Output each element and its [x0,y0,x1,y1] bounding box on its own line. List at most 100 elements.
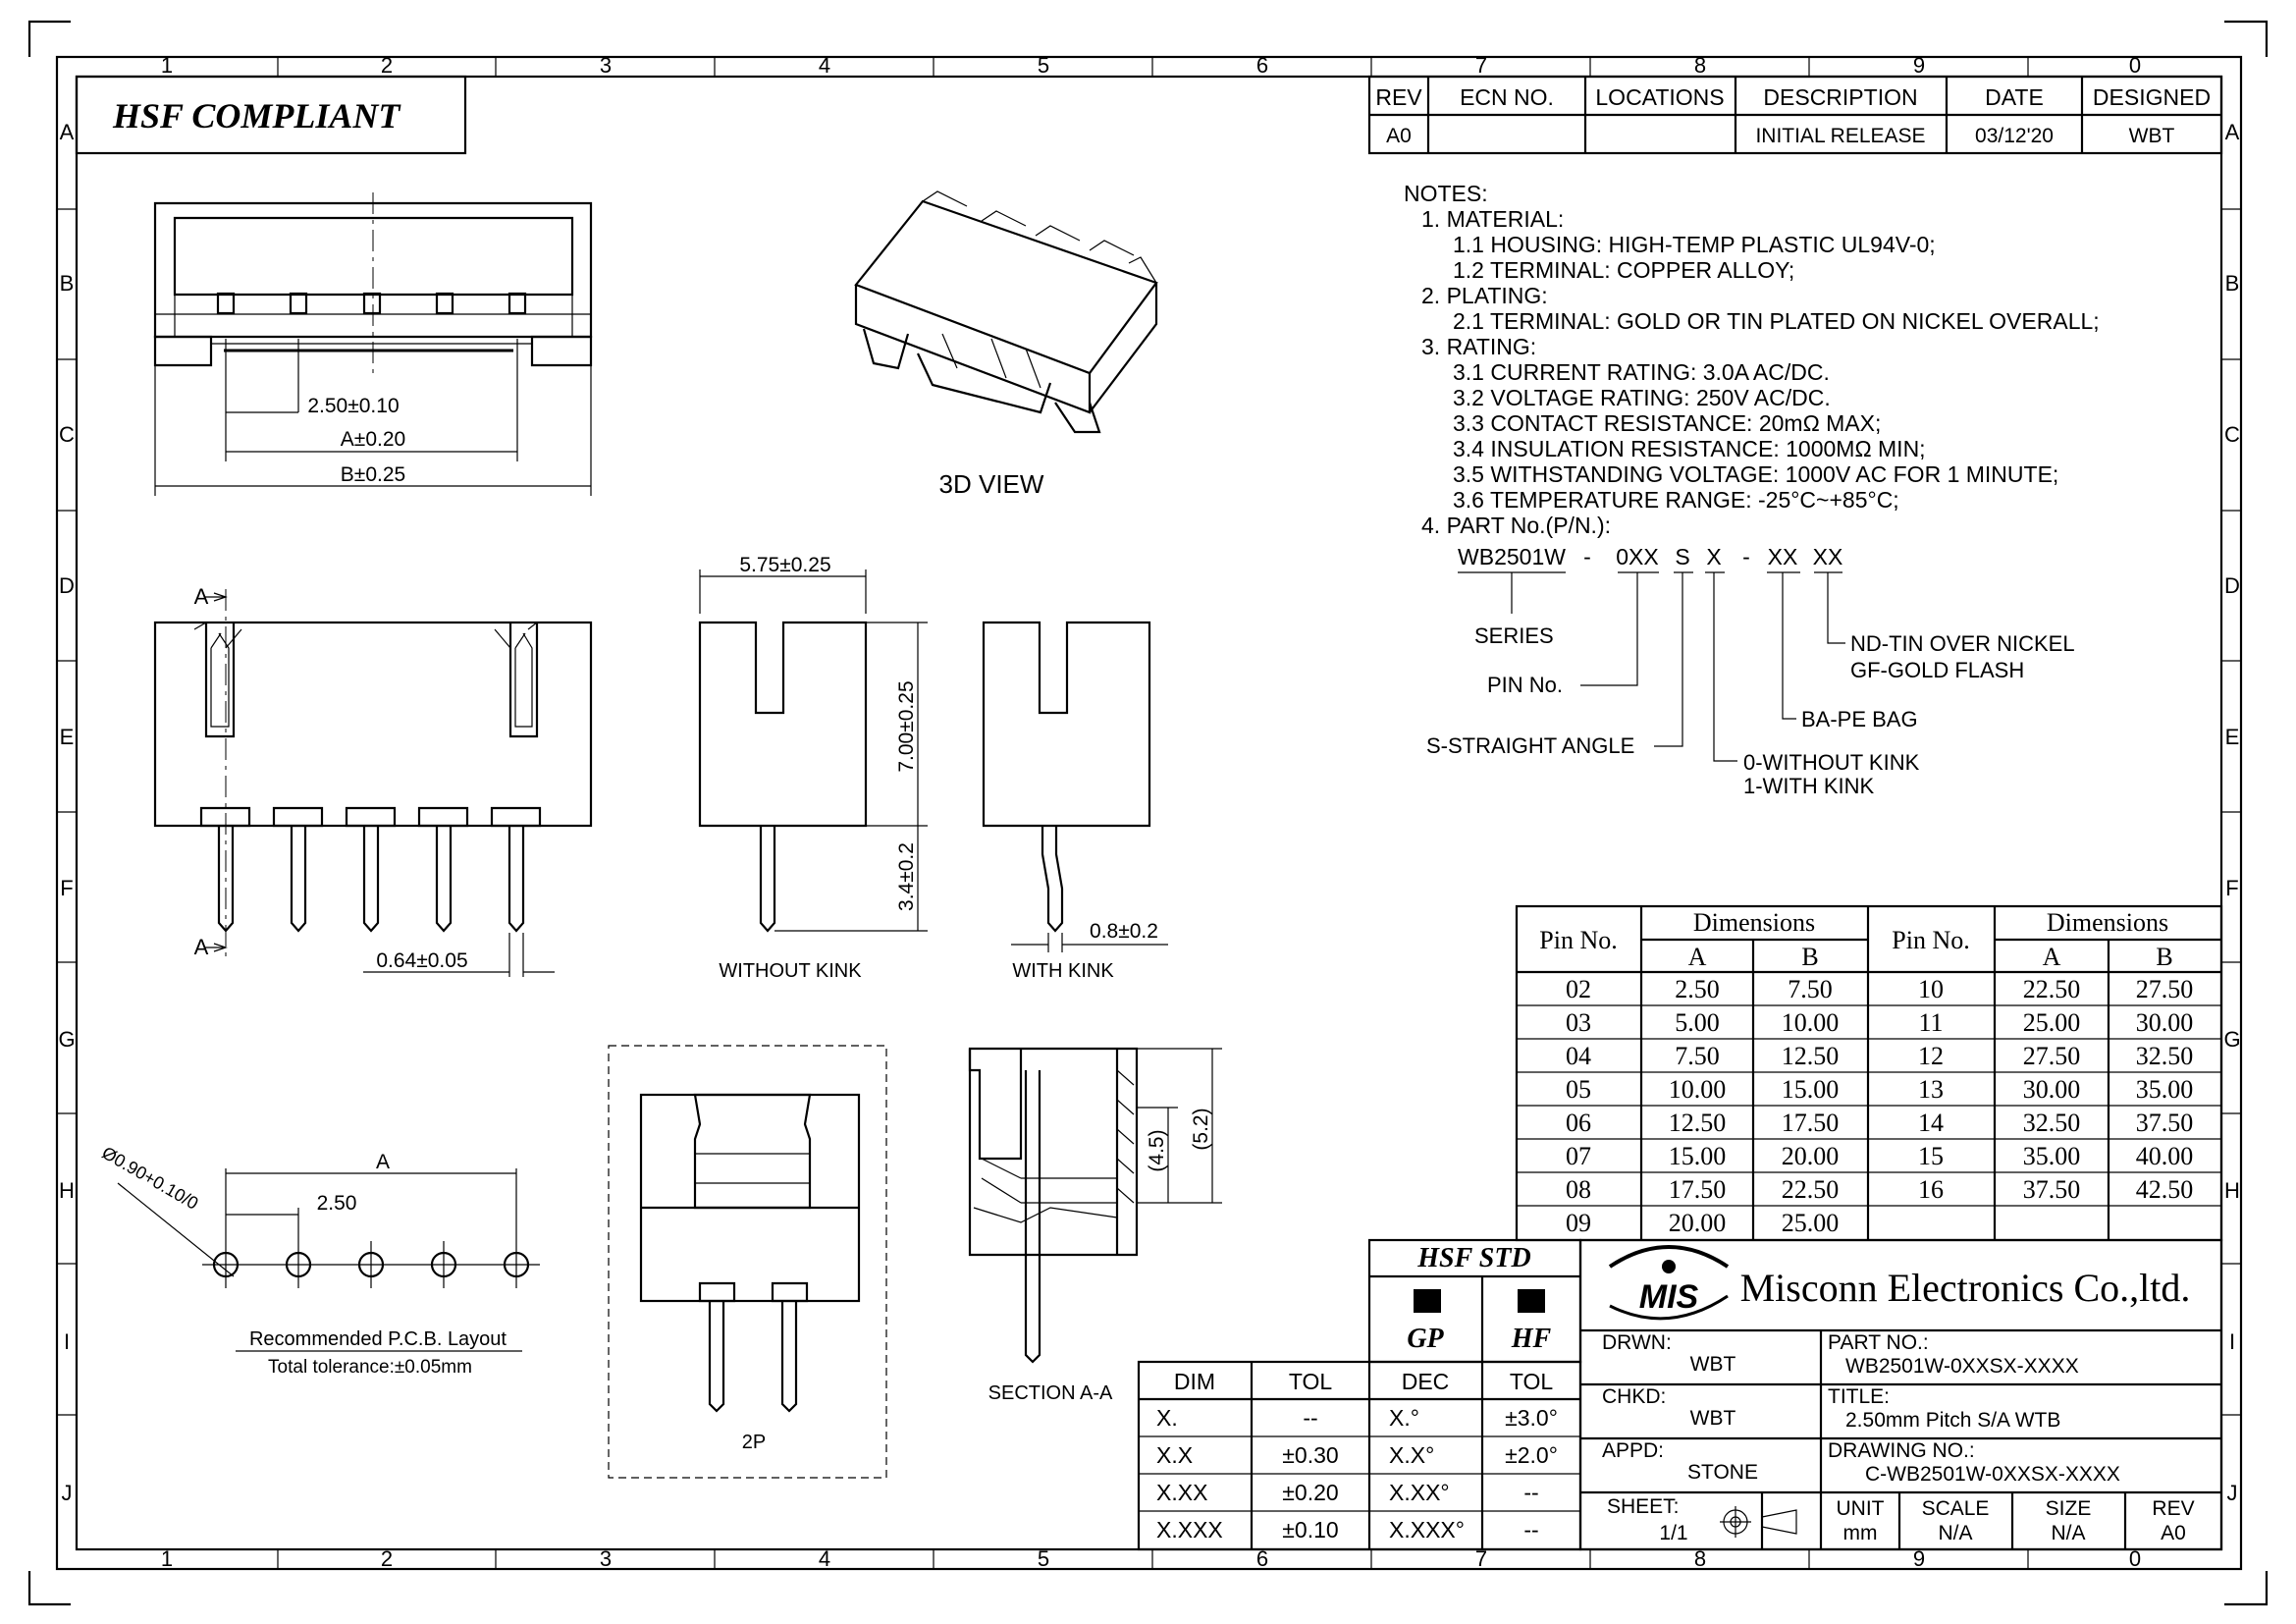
pin-length-dim: 3.4±0.2 [895,842,918,911]
note-line: 3. RATING: [1421,334,1536,359]
table-cell: 20.00 [1782,1142,1840,1170]
note-line: 3.6 TEMPERATURE RANGE: -25°C~+85°C; [1453,487,1899,513]
kink-dim: 0.8±0.2 [1090,920,1158,943]
zone-labels: 1 2 3 4 5 6 7 8 9 0 1 2 3 4 5 6 7 8 9 0 … [58,53,2240,1571]
pn-gf-label: GF-GOLD FLASH [1850,658,2024,682]
tol-cell: X.XX [1156,1480,1207,1505]
table-cell: 25.00 [1782,1209,1840,1237]
front-view: A A 0.64±0.05 [153,584,593,977]
scale-value: N/A [1938,1522,1972,1544]
row-label: J [62,1481,73,1505]
row-label: J [2227,1481,2238,1505]
tol-cell: -- [1523,1480,1538,1505]
part-number-breakdown: WB2501W - 0XX S X - XX XX SERIES PIN No.… [1426,544,2075,798]
with-kink-label: WITH KINK [1012,960,1114,982]
table-cell: 04 [1566,1042,1591,1070]
table-cell: 27.50 [2023,1042,2081,1070]
note-line: 3.4 INSULATION RESISTANCE: 1000MΩ MIN; [1453,436,1926,461]
tol-cell: X.X [1156,1442,1193,1468]
col-label: 8 [1694,1546,1706,1571]
table-cell: 40.00 [2136,1142,2194,1170]
tol-col-header: TOL [1289,1369,1333,1394]
table-cell: 12.50 [1782,1042,1840,1070]
table-cell: 37.50 [2136,1109,2194,1137]
table-cell: 15.00 [1669,1142,1727,1170]
appd-label: APPD: [1602,1439,1664,1462]
note-line: 3.1 CURRENT RATING: 3.0A AC/DC. [1453,359,1830,385]
hsf-std-title: HSF STD [1416,1243,1530,1273]
pcb-a-dim: A [376,1151,390,1173]
note-line: 3.2 VOLTAGE RATING: 250V AC/DC. [1453,385,1831,410]
table-cell: 30.00 [2023,1075,2081,1104]
table-cell: 13 [1918,1075,1944,1104]
pn-angle-label: S-STRAIGHT ANGLE [1426,733,1634,758]
table-cell: 12 [1918,1042,1944,1070]
pn-bag: XX [1768,544,1798,569]
table-cell: 35.00 [2023,1142,2081,1170]
date-value: 03/12'20 [1975,125,2054,147]
hole-dim: Ø0.90+0.10/0 [99,1143,202,1214]
col-label: 7 [1475,1546,1487,1571]
table-cell: 08 [1566,1175,1591,1204]
table-cell: 35.00 [2136,1075,2194,1104]
2p-view: 2P [608,1045,887,1479]
col-a-header: A [1688,943,1707,971]
row-label: H [2224,1178,2240,1203]
title-block: MIS Misconn Electronics Co.,ltd. DRWN: W… [1578,1238,2223,1551]
pcb-tolerance: Total tolerance:±0.05mm [268,1357,472,1378]
col-label: 1 [161,1546,173,1571]
corner-marks [27,20,2269,1606]
col-label: 4 [819,1546,830,1571]
pn-pins: 0XX [1616,544,1658,569]
tol-cell: X.XXX [1156,1517,1223,1543]
row-label: F [2225,876,2238,900]
table-cell: 22.50 [1782,1175,1840,1204]
table-cell: 11 [1918,1008,1943,1037]
col-b-header: B [1801,943,1818,971]
2p-label: 2P [742,1432,766,1453]
col-label: 3 [600,1546,612,1571]
table-cell: 17.50 [1669,1175,1727,1204]
note-line: 2. PLATING: [1421,283,1548,308]
tol-cell: ±2.0° [1505,1442,1558,1468]
section-45-dim: (4.5) [1146,1129,1168,1171]
pn-series: WB2501W [1458,544,1566,569]
row-label: H [59,1178,75,1203]
table-cell: 07 [1566,1142,1591,1170]
col-label: 0 [2129,53,2141,78]
zone-ticks [57,57,2241,1569]
row-label: D [2224,573,2240,598]
table-cell: 2.50 [1675,975,1720,1003]
section-52-dim: (5.2) [1190,1108,1212,1150]
tol-cell: X.° [1389,1405,1419,1431]
outer-frame [55,55,2243,1571]
hf-label: HF [1511,1324,1552,1354]
sheet-value: 1/1 [1659,1522,1687,1544]
height-dim: 7.00±0.25 [895,680,918,772]
tol-cell: X. [1156,1405,1178,1431]
col-label: 6 [1256,1546,1268,1571]
table-cell: 12.50 [1669,1109,1727,1137]
hsf-compliant-label: HSF COMPLIANT [112,96,401,135]
note-line: 3.5 WITHSTANDING VOLTAGE: 1000V AC FOR 1… [1453,461,2058,487]
col-label: 9 [1913,53,1925,78]
scale-label: SCALE [1922,1497,1990,1520]
title-label: TITLE: [1828,1385,1890,1408]
row-label: D [59,573,75,598]
table-cell: 10 [1918,975,1944,1003]
row-label: F [60,876,73,900]
tol-cell: ±0.30 [1282,1442,1338,1468]
side-view-with-kink: 0.8±0.2 WITH KINK [982,621,1168,982]
table-cell: 30.00 [2136,1008,2194,1037]
b-dim: B±0.25 [341,463,405,486]
pn-dash: - [1742,544,1750,569]
table-cell: 27.50 [2136,975,2194,1003]
note-line: 4. PART No.(P/N.): [1421,513,1611,538]
rev-value: A0 [1386,125,1412,147]
rev-label: REV [2152,1497,2194,1520]
pn-angle: S [1675,544,1689,569]
pin-header: Pin No. [1892,926,1969,954]
section-a-bottom: A [194,935,209,959]
section-label: SECTION A-A [988,1382,1113,1404]
pn-kink0-label: 0-WITHOUT KINK [1743,750,1920,775]
